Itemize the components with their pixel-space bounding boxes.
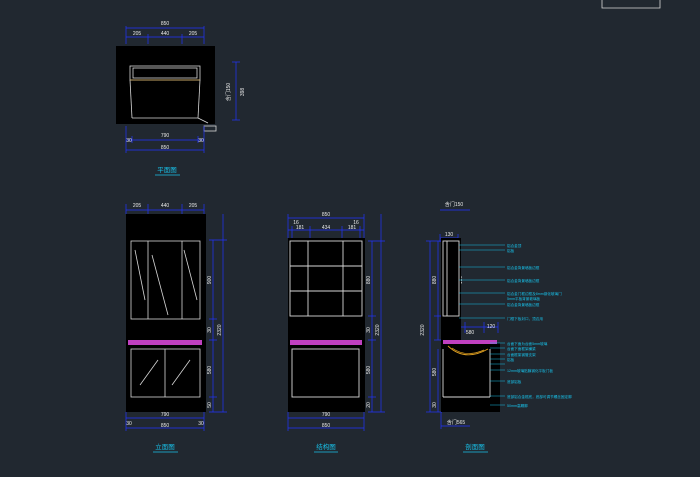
section-total-dim: 2320 — [420, 324, 426, 335]
elev-top-seg-2: 440 — [161, 203, 170, 209]
section-title: 剖面图 — [465, 442, 485, 451]
section-note-5: 铝合金门框边框及8mm钢化玻璃门 — [507, 291, 562, 296]
section-base-dim: 30 — [432, 402, 438, 408]
elev-right-base: 50 — [207, 402, 213, 408]
struct-right-base: 20 — [366, 402, 372, 408]
struct-right-mid: 30 — [366, 327, 372, 333]
section-note-9: 台面下面框架横梁 — [507, 346, 536, 351]
elev-right-mid: 30 — [207, 327, 213, 333]
section-note-2: 铝板 — [507, 248, 515, 253]
section-mid-dim-3: 120 — [487, 324, 496, 330]
section-note-1: 铝合金顶 — [507, 243, 522, 248]
struct-right-upper: 880 — [366, 276, 372, 285]
plan-title: 平面图 — [157, 166, 177, 174]
struct-top-seg-5: 16 — [353, 220, 359, 226]
elevation-view: 205 440 205 900 30 580 50 — [125, 203, 227, 453]
section-note-4: 铝合金背景墙板边框 — [507, 278, 540, 283]
struct-top-seg-1: 16 — [293, 220, 299, 226]
plan-top-total: 850 — [161, 21, 170, 27]
section-note-16: 5mm平板背景玻璃板 — [507, 296, 541, 301]
struct-bottom-inner: 790 — [322, 412, 331, 418]
section-note-12: 12mm玻璃贴膜钢化平板门板 — [507, 368, 553, 373]
structure-view: 850 16 181 434 181 16 880 30 580 20 232 — [287, 212, 385, 453]
struct-top-seg-3: 434 — [322, 225, 331, 231]
elev-bottom-inner: 790 — [161, 412, 170, 418]
elev-top-seg-1: 205 — [133, 203, 142, 209]
plan-top-seg-2: 440 — [161, 31, 170, 37]
struct-top-seg-4: 181 — [348, 225, 357, 231]
plan-bottom-left: 30 — [126, 138, 132, 144]
elev-right-lower: 580 — [207, 366, 213, 375]
plan-right-label: 含门150 — [225, 83, 232, 102]
section-note-13: 底部铝板 — [507, 379, 522, 384]
section-note-10: 台面框架钢管支架 — [507, 352, 536, 357]
section-note-15: 50mm高踢脚 — [507, 403, 528, 408]
section-note-3: 铝合金背景墙板边框 — [507, 265, 540, 270]
section-top-label: 含门150 — [445, 201, 464, 208]
struct-top-total: 850 — [322, 212, 331, 218]
plan-bottom-inner: 790 — [161, 133, 170, 139]
section-top-dim: 130 — [445, 232, 454, 238]
struct-top-seg-2: 181 — [296, 225, 305, 231]
section-note-8: 台面下面为台面5mm玻璃 — [507, 341, 548, 346]
elev-top-seg-3: 205 — [189, 203, 198, 209]
elev-bottom-total: 850 — [161, 423, 170, 429]
plan-top-seg-3: 205 — [189, 31, 198, 37]
section-view: 含门150 130 880 100 120 580 120 560 — [420, 201, 572, 453]
struct-title: 结构图 — [316, 442, 336, 451]
section-bottom-label: 含门565 — [447, 419, 466, 426]
section-note-6: 铝合金背景墙板边框 — [507, 302, 540, 307]
elev-bottom-right: 30 — [198, 421, 204, 427]
section-note-7: 门框下板封口，顶边用 — [507, 316, 543, 321]
plan-view: 850 205 440 205 含门150 398 — [116, 21, 246, 176]
elev-bottom-left: 30 — [126, 421, 132, 427]
struct-right-lower: 580 — [366, 366, 372, 375]
struct-bottom-total: 850 — [322, 423, 331, 429]
plan-bottom-total: 850 — [161, 145, 170, 151]
elev-right-upper: 900 — [207, 276, 213, 285]
section-lower-left: 580 — [432, 368, 438, 377]
elev-title: 立面图 — [155, 442, 175, 451]
struct-right-total: 2320 — [375, 324, 381, 335]
section-note-11: 铝板 — [507, 357, 515, 362]
section-note-14: 底部铝合金框底，底部可调节螺丝固定脚 — [507, 394, 572, 399]
plan-right-depth: 398 — [240, 88, 246, 97]
elev-right-total: 2320 — [217, 324, 223, 335]
section-upper-dim: 880 — [432, 276, 438, 285]
section-mid-dim-2: 580 — [466, 330, 475, 336]
plan-top-seg-1: 205 — [133, 31, 142, 37]
plan-bottom-right: 30 — [198, 138, 204, 144]
